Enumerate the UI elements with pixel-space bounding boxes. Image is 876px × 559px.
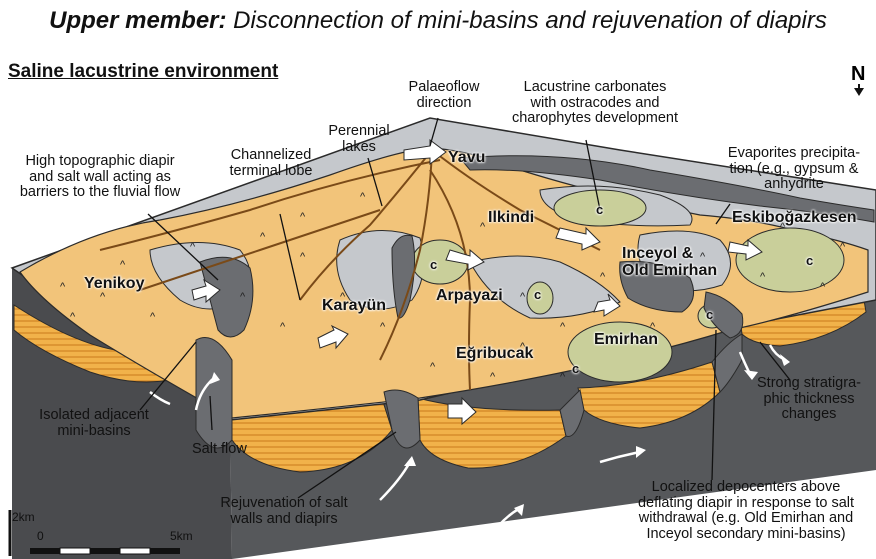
- title-rest: Disconnection of mini-basins and rejuven…: [227, 7, 827, 34]
- evaporite-mark: ^: [150, 311, 156, 323]
- title-bold: Upper member:: [49, 7, 226, 34]
- evaporite-mark: ^: [380, 321, 386, 333]
- place-yavu: Yavu: [448, 150, 485, 167]
- carbonate-symbol: c: [706, 308, 713, 322]
- scale-zero-label: 0: [37, 530, 44, 543]
- place-inceyol: Inceyol &Old Emirhan: [622, 246, 717, 280]
- carbonate-symbol: c: [806, 254, 813, 268]
- evaporite-mark: ^: [70, 311, 76, 323]
- label-salt-flow: Salt flow: [192, 442, 247, 458]
- subtitle: Saline lacustrine environment: [8, 62, 278, 83]
- evaporite-mark: ^: [120, 259, 126, 271]
- evaporite-mark: ^: [360, 191, 366, 203]
- evaporite-mark: ^: [260, 231, 266, 243]
- evaporite-mark: ^: [100, 291, 106, 303]
- evaporite-mark: ^: [490, 371, 496, 383]
- evaporite-mark: ^: [840, 241, 846, 253]
- evaporite-mark: ^: [480, 221, 486, 233]
- evaporite-mark: ^: [430, 361, 436, 373]
- scale-horizontal-label: 5km: [170, 530, 193, 543]
- place-eskibogazkesen: Eskiboğazkesen: [732, 210, 857, 227]
- north-label: N: [851, 64, 865, 84]
- place-yenikoy: Yenikoy: [84, 276, 144, 293]
- place-egribucak: Eğribucak: [456, 346, 533, 363]
- carbonate-symbol: c: [430, 258, 437, 272]
- place-arpayazi: Arpayazi: [436, 288, 503, 305]
- carbonate-symbol: c: [534, 288, 541, 302]
- evaporite-mark: ^: [600, 271, 606, 283]
- evaporite-mark: ^: [820, 281, 826, 293]
- scale-vertical-label: 2km: [12, 511, 35, 524]
- evaporite-mark: ^: [300, 211, 306, 223]
- evaporite-mark: ^: [60, 281, 66, 293]
- evaporite-mark: ^: [280, 321, 286, 333]
- carbonate-patch-esk: [736, 228, 844, 292]
- place-karayun: Karayün: [322, 298, 386, 315]
- evaporite-mark: ^: [240, 291, 246, 303]
- figure-title: Upper member: Disconnection of mini-basi…: [0, 8, 876, 34]
- place-emirhan: Emirhan: [594, 332, 658, 349]
- carbonate-symbol: c: [596, 203, 603, 217]
- carbonate-symbol: c: [572, 362, 579, 376]
- label-evaporites: Evaporites precipita-tion (e.g., gypsum …: [712, 146, 876, 193]
- evaporite-mark: ^: [190, 241, 196, 253]
- evaporite-mark: ^: [760, 271, 766, 283]
- place-ilkindi: Ilkindi: [488, 210, 534, 227]
- evaporite-mark: ^: [300, 251, 306, 263]
- evaporite-mark: ^: [520, 291, 526, 303]
- evaporite-mark: ^: [560, 321, 566, 333]
- north-arrow: [854, 84, 864, 96]
- evaporite-mark: ^: [560, 371, 566, 383]
